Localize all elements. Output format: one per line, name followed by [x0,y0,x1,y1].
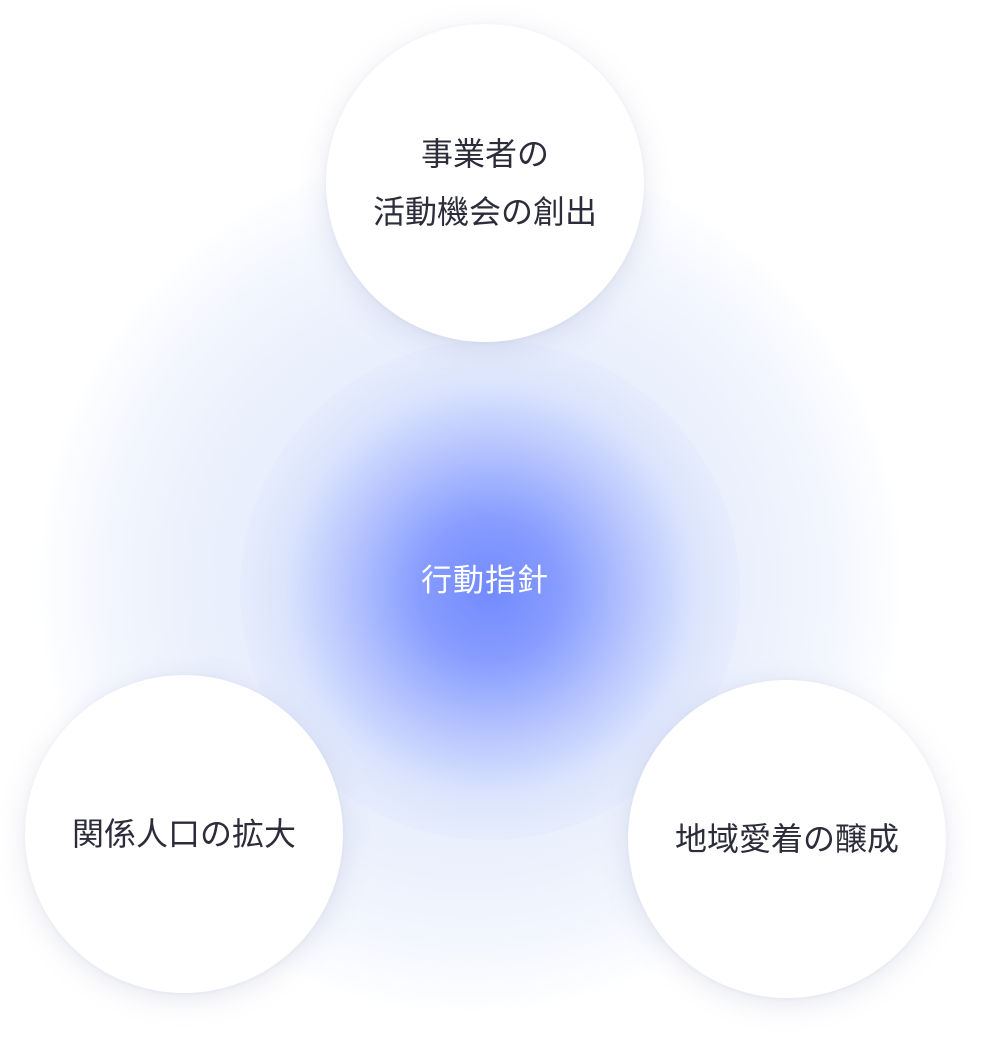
node-local-attachment: 地域愛着の醸成 [628,680,946,998]
node-text-line-2: 活動機会の創出 [372,193,597,231]
node-text-line-1: 事業者の [420,135,549,173]
node-text: 関係人口の拡大 [72,805,296,863]
node-text-line-1: 関係人口の拡大 [71,815,296,853]
center-label: 行動指針 [421,563,549,599]
node-text-line-1: 地域愛着の醸成 [674,820,899,858]
node-text: 事業者の 活動機会の創出 [373,125,597,241]
node-business-opportunity: 事業者の 活動機会の創出 [326,24,644,342]
node-related-population: 関係人口の拡大 [25,675,343,993]
node-text: 地域愛着の醸成 [675,810,899,868]
